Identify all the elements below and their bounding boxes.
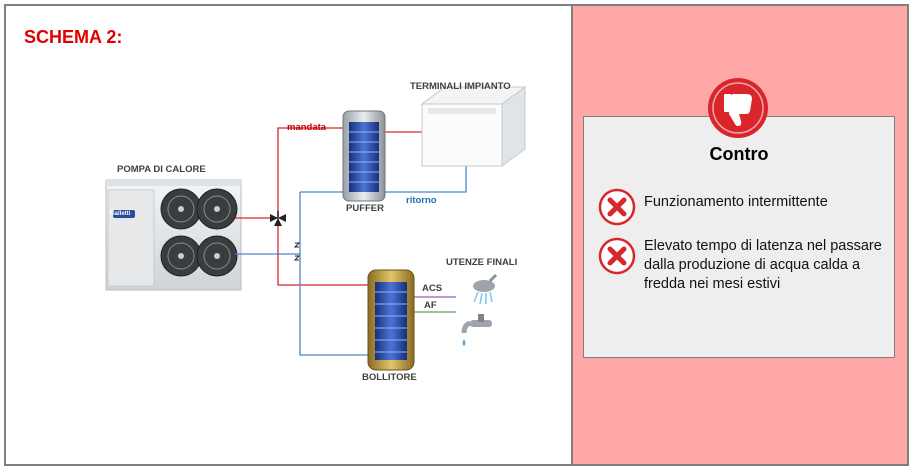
three-way-valve-icon [270,211,286,226]
puffer-label: PUFFER [346,203,384,214]
slide-frame [4,4,909,466]
diagram-panel [6,6,571,464]
contro-card: Contro Funzionamento intermittente Eleva… [583,116,895,358]
contro-item: Funzionamento intermittente [598,188,884,226]
acs-label: ACS [422,283,443,294]
contro-title: Contro [709,144,769,164]
shower-icon [473,273,498,305]
contro-item-text: Funzionamento intermittente [644,194,828,210]
schema-title: SCHEMA 2: [24,27,123,47]
pipes [235,127,467,356]
cross-icon [598,237,636,275]
terminals-label: TERMINALI IMPIANTO [410,81,511,92]
utenze-label: UTENZE FINALI [446,257,518,268]
faucet-icon [461,314,492,346]
bollitore-label: BOLLITORE [362,372,417,383]
ritorno-label: ritorno [406,195,437,206]
bollitore-tank [367,269,415,371]
heat-pump-brand: Galletti [110,211,131,217]
heat-pump-unit [105,179,242,291]
check-valve-icon [293,242,301,261]
puffer-tank [342,110,386,202]
thumbs-down-icon [708,78,768,138]
af-label: AF [424,300,437,311]
contro-item: Elevato tempo di latenza nel passare dal… [598,237,884,294]
terminal-unit [420,86,527,167]
contro-item-text: Elevato tempo di latenza nel passare dal… [644,238,882,292]
mandata-label: mandata [287,122,327,133]
cross-icon [598,188,636,226]
heat-pump-label: POMPA DI CALORE [117,164,206,175]
